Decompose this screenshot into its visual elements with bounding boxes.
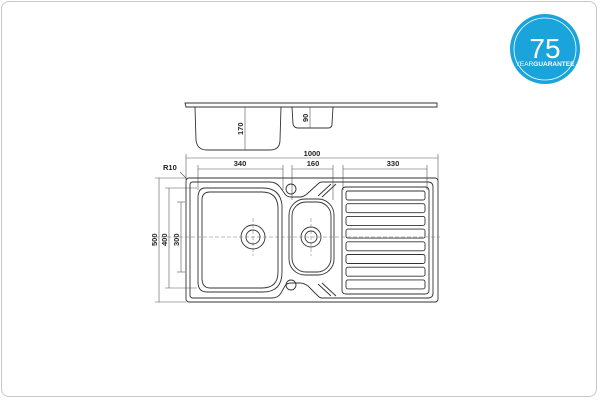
drainer-width-label: 330 [387, 159, 400, 168]
corner-radius-label: R10 [163, 163, 177, 172]
drainer-rib [345, 190, 426, 201]
side-profile: 170 90 [184, 102, 438, 151]
drainer-ribs [345, 190, 426, 290]
overall-depth-label: 500 [150, 233, 159, 246]
main-bowl-width-label: 340 [234, 159, 247, 168]
badge-number: 75 [529, 33, 560, 64]
drainer-rib [345, 203, 426, 214]
guarantee-badge: 75 YEARGUARANTEE [510, 14, 580, 84]
badge-circle [510, 14, 580, 84]
plan-view [155, 177, 440, 303]
main-bowl-height-label: 170 [236, 122, 245, 135]
bowl-depth-inner-label: 300 [172, 233, 181, 246]
drainer-rib [345, 279, 426, 290]
drainer-rib [345, 228, 426, 239]
drainer-rib [345, 266, 426, 277]
horizontal-dimensions: 1000 340 160 330 R10 [163, 149, 439, 200]
small-bowl-width-label: 160 [307, 159, 320, 168]
drainer-rib [345, 215, 426, 226]
bowl-depth-outer-label: 400 [160, 233, 169, 246]
drainer-rib [345, 241, 426, 252]
drainer-rib [345, 254, 426, 264]
badge-text: YEARGUARANTEE [516, 61, 576, 68]
small-bowl-height-label: 90 [301, 114, 310, 122]
overall-width-label: 1000 [304, 149, 321, 158]
